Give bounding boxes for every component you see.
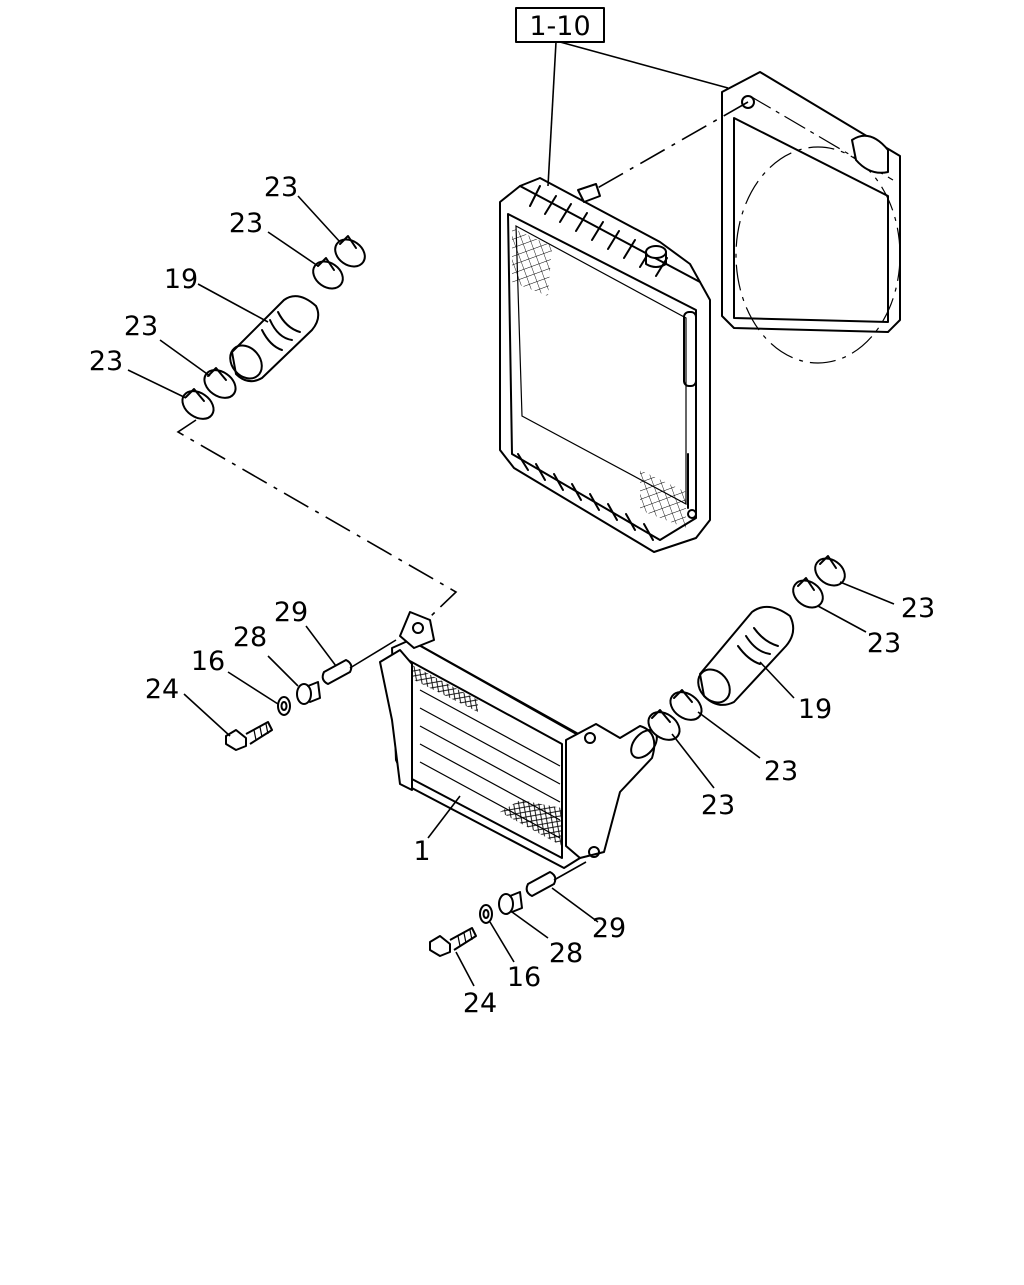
leader-lines — [127, 195, 895, 987]
callout-28: 28 — [549, 938, 583, 969]
callout-19: 19 — [798, 694, 832, 725]
callout-24: 24 — [463, 988, 497, 1019]
lower-fastener-set — [429, 861, 587, 957]
callout-23: 23 — [124, 311, 158, 342]
callout-29: 29 — [592, 913, 626, 944]
hose-clamp-right — [647, 555, 846, 741]
callout-23: 23 — [229, 208, 263, 239]
assembly-reference-box: 1-10 — [515, 7, 729, 187]
upper-fastener-set — [225, 639, 397, 751]
upper-left-hose — [229, 295, 320, 383]
callout-labels: 23 23 19 23 23 23 23 19 23 23 29 28 16 2… — [89, 172, 935, 1019]
callout-16: 16 — [191, 646, 225, 677]
callout-19: 19 — [164, 264, 198, 295]
callout-23: 23 — [867, 628, 901, 659]
callout-28: 28 — [233, 622, 267, 653]
callout-23: 23 — [264, 172, 298, 203]
callout-29: 29 — [274, 597, 308, 628]
right-hose — [697, 605, 795, 706]
intercooler — [379, 611, 658, 869]
callout-23: 23 — [89, 346, 123, 377]
callout-23: 23 — [901, 593, 935, 624]
callout-16: 16 — [507, 962, 541, 993]
fan-shroud — [593, 71, 901, 364]
callout-23: 23 — [701, 790, 735, 821]
radiator — [499, 177, 711, 553]
callout-23: 23 — [764, 756, 798, 787]
assembly-reference-label: 1-10 — [529, 11, 590, 42]
callout-1: 1 — [413, 836, 430, 867]
callout-24: 24 — [145, 674, 179, 705]
hose-clamp — [181, 235, 366, 420]
